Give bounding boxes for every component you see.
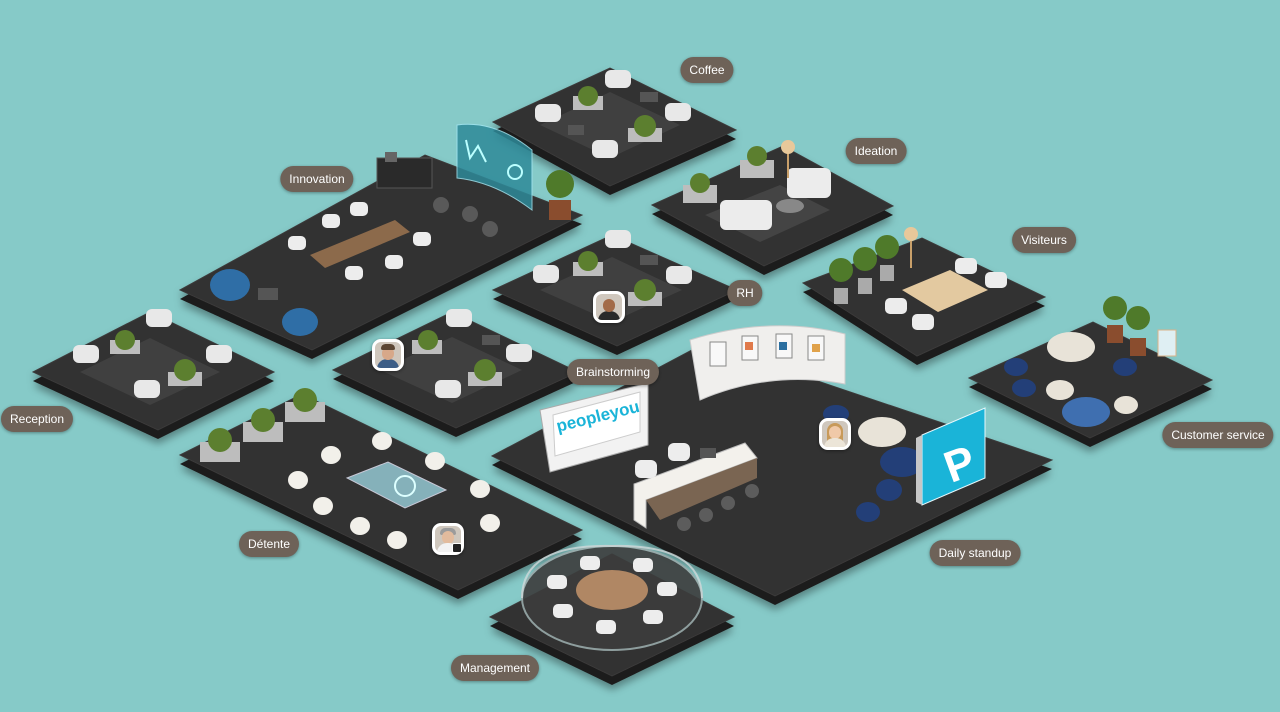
platform-innovation[interactable]	[178, 154, 584, 359]
daily-standup-furniture: peopleyou P	[539, 325, 986, 531]
customer-service-furniture	[1004, 296, 1177, 427]
detente-furniture	[200, 388, 500, 549]
avatar-hair	[381, 344, 395, 350]
room-label-management[interactable]: Management	[450, 655, 540, 681]
avatar-photo	[435, 526, 461, 552]
room-label-reception[interactable]: Reception	[0, 406, 74, 432]
room-label-brainstorming[interactable]: Brainstorming	[566, 359, 660, 385]
room-label-coffee[interactable]: Coffee	[680, 57, 734, 83]
reception-furniture	[73, 309, 232, 405]
room-label-daily-standup[interactable]: Daily standup	[929, 540, 1021, 566]
user-avatar-daily-standup[interactable]	[819, 418, 851, 450]
ideation-furniture	[683, 140, 831, 242]
avatar-head	[829, 426, 841, 439]
microphone-icon	[452, 543, 462, 553]
innovation-furniture	[210, 123, 574, 336]
user-avatar-detente[interactable]	[432, 523, 464, 555]
management-furniture	[521, 544, 703, 651]
room-label-detente[interactable]: Détente	[238, 531, 300, 557]
room-label-rh[interactable]: RH	[727, 280, 763, 306]
rh-furniture	[533, 230, 692, 322]
avatar-body	[824, 438, 846, 447]
avatar-head	[442, 531, 454, 544]
avatar-head	[603, 299, 615, 312]
room-label-innovation[interactable]: Innovation	[280, 166, 354, 192]
avatar-body	[437, 543, 459, 552]
room-label-customer-service[interactable]: Customer service	[1162, 422, 1274, 448]
room-label-ideation[interactable]: Ideation	[845, 138, 907, 164]
visiteurs-furniture	[829, 227, 1007, 330]
platform-detente[interactable]	[178, 393, 584, 599]
brainstorming-furniture	[380, 309, 532, 403]
user-avatar-brainstorming[interactable]	[372, 339, 404, 371]
avatar-body	[598, 311, 620, 320]
avatar-head	[382, 347, 394, 360]
avatar-body	[377, 359, 399, 368]
coffee-furniture	[535, 70, 691, 158]
user-avatar-rh[interactable]	[593, 291, 625, 323]
room-label-visiteurs[interactable]: Visiteurs	[1012, 227, 1076, 253]
